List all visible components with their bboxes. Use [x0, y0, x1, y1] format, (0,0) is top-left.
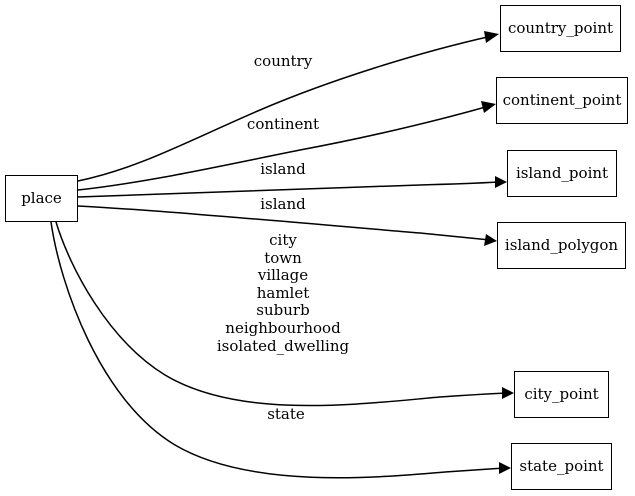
arrowhead-island_point: [495, 176, 507, 188]
arrowhead-island_polygon: [484, 234, 497, 246]
edge-place-island_point: [77, 181, 501, 198]
node-island-polygon[interactable]: island_polygon: [497, 222, 626, 269]
node-island-polygon-label: island_polygon: [504, 236, 619, 254]
node-city-point[interactable]: city_point: [514, 371, 609, 418]
edge-label-state: state: [267, 405, 305, 423]
edge-place-state_point: [50, 221, 505, 479]
node-island-point-label: island_point: [515, 164, 609, 182]
node-continent-point[interactable]: continent_point: [496, 77, 628, 124]
edge-place-island_polygon: [77, 205, 491, 241]
arrowhead-continent_point: [481, 101, 496, 113]
edge-label-city-group: city town village hamlet suburb neighbou…: [216, 231, 350, 355]
node-place[interactable]: place: [5, 175, 78, 222]
arrowhead-state_point: [499, 462, 511, 474]
edge-place-continent_point: [77, 105, 490, 191]
node-state-point-label: state_point: [519, 457, 604, 475]
edge-place-country_point: [77, 35, 493, 182]
edge-label-island-point: island: [260, 160, 306, 178]
arrowhead-city_point: [502, 387, 514, 399]
node-place-label: place: [21, 189, 62, 207]
node-island-point[interactable]: island_point: [507, 150, 617, 197]
node-state-point[interactable]: state_point: [511, 443, 612, 490]
edge-label-country: country: [253, 52, 313, 70]
edge-label-continent: continent: [246, 115, 320, 133]
node-country-point[interactable]: country_point: [500, 5, 621, 52]
node-continent-point-label: continent_point: [502, 91, 622, 109]
node-country-point-label: country_point: [507, 19, 614, 37]
edge-label-island-polygon: island: [260, 195, 306, 213]
node-city-point-label: city_point: [524, 385, 599, 403]
arrowhead-country_point: [484, 31, 499, 43]
edge-place-city_point: [55, 221, 508, 407]
